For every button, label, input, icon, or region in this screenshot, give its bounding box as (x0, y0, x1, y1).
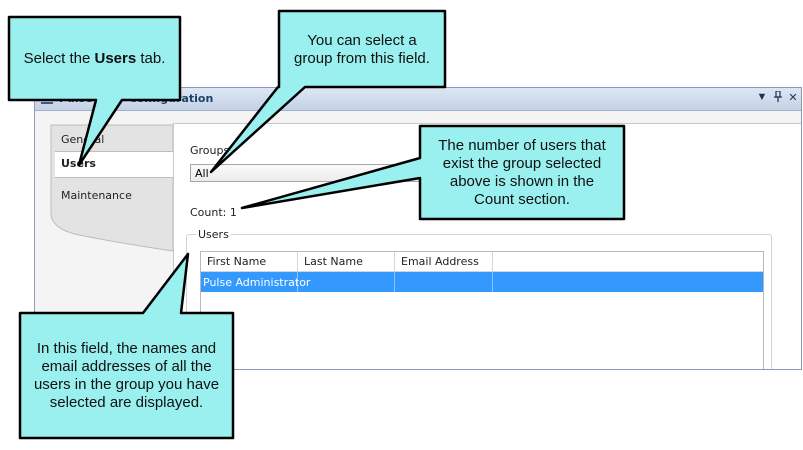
callout-group-line2: group from this field. (294, 50, 430, 67)
callout-users-line4: selected are displayed. (49, 394, 204, 411)
users-grid-header: First Name Last Name Email Address (201, 252, 763, 272)
tab-maintenance[interactable]: Maintenance (61, 189, 132, 202)
callout-select-users-tab (7, 15, 182, 167)
cell-first-name: Pulse Administrator (201, 272, 310, 292)
callout-group-field-text: You can select a group from this field. (279, 32, 445, 68)
callout-count (240, 124, 626, 221)
triangle-down-icon[interactable]: ▼ (756, 91, 768, 103)
callout-users-grid-text: In this field, the names and email addre… (20, 340, 233, 412)
callout-count-text: The number of users that exist the group… (420, 137, 624, 209)
cell-last-name (298, 272, 395, 292)
users-grid[interactable]: First Name Last Name Email Address Pulse… (200, 251, 764, 369)
cell-email (395, 272, 493, 292)
column-first-name[interactable]: First Name (201, 252, 298, 271)
callout-group-field (209, 9, 447, 174)
groups-selected-value: All (195, 167, 209, 180)
callout-users-grid (18, 252, 235, 440)
users-panel: Groups All Count: 1 Users First Name Las… (173, 123, 801, 369)
callout-count-line1: The number of users that (438, 137, 606, 154)
callout-count-line3: above is shown in the (449, 173, 595, 190)
callout-count-line2: exist the group selected (442, 155, 602, 172)
callout-users-line3: users in the group you have (33, 376, 220, 393)
close-icon[interactable]: ✕ (788, 92, 798, 104)
count-value: 1 (229, 206, 237, 219)
callout-users-line2: email addresses of all the (41, 358, 212, 375)
table-row[interactable]: Pulse Administrator (201, 272, 763, 292)
column-email-address[interactable]: Email Address (395, 252, 493, 271)
callout-select-users-text: Select the Users tab. (9, 50, 180, 68)
callout-select-text-pre: Select the (23, 50, 95, 67)
count-label: Count: (190, 206, 227, 219)
users-groupbox (186, 234, 772, 369)
groups-label: Groups (190, 144, 230, 157)
callout-group-line1: You can select a (307, 32, 417, 49)
column-last-name[interactable]: Last Name (298, 252, 395, 271)
pin-icon[interactable] (772, 90, 784, 106)
callout-select-text-post: tab. (136, 50, 166, 67)
count-row: Count: 1 (190, 206, 237, 219)
users-groupbox-label: Users (196, 228, 231, 241)
callout-count-line4: Count section. (474, 191, 570, 208)
callout-select-text-bold: Users (94, 50, 137, 67)
callout-users-line1: In this field, the names and (36, 340, 217, 357)
